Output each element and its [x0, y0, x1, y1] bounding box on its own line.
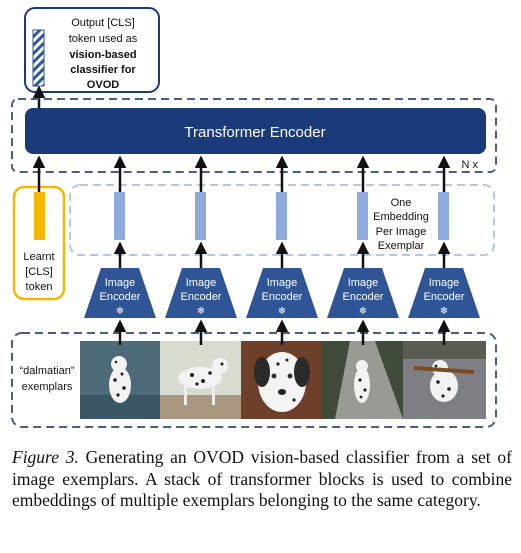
image-encoder-1-line2: Encoder	[100, 291, 141, 303]
exemplar-image-5	[403, 341, 486, 419]
exemplars-label-line1: “dalmatian”	[19, 365, 74, 377]
image-encoder-5: Image Encoder ❄	[408, 268, 480, 318]
figure-caption: Figure 3. Generating an OVOD vision-base…	[12, 447, 512, 512]
embedding-bar-5	[438, 192, 449, 240]
cls-token-line2: [CLS]	[25, 266, 53, 278]
image-encoder-5-line1: Image	[429, 277, 460, 289]
repeat-label: N x	[462, 159, 479, 171]
cls-token-bar	[34, 192, 45, 240]
output-box-line3: vision-based	[69, 49, 136, 61]
image-encoder-3: Image Encoder ❄	[246, 268, 318, 318]
embedding-note-line3: Per Image	[376, 226, 427, 238]
embedding-bar-2	[195, 192, 206, 240]
image-encoder-5-line2: Encoder	[424, 291, 465, 303]
output-box-line2: token used as	[69, 33, 138, 45]
image-encoder-4-line1: Image	[348, 277, 379, 289]
image-encoder-4: Image Encoder ❄	[327, 268, 399, 318]
embedding-note-line1: One	[391, 197, 412, 209]
figure-label: Figure 3.	[12, 447, 79, 467]
transformer-label: Transformer Encoder	[184, 124, 325, 141]
embedding-bar-3	[276, 192, 287, 240]
cls-token-line1: Learnt	[23, 251, 54, 263]
transformer-encoder: Transformer Encoder	[25, 108, 486, 154]
output-box-line1: Output [CLS]	[71, 17, 135, 29]
exemplars-label-line2: exemplars	[22, 381, 73, 393]
image-encoder-1-line1: Image	[105, 277, 136, 289]
embedding-bar-1	[114, 192, 125, 240]
exemplar-image-1	[80, 341, 160, 419]
diagram: Output [CLS] token used as vision-based …	[11, 7, 497, 428]
embedding-note-line4: Exemplar	[378, 240, 425, 252]
output-box-line5: OVOD	[87, 79, 119, 91]
output-cls-token-bar	[32, 29, 45, 87]
snowflake-icon: ❄	[116, 306, 124, 317]
transformer-stack-outline	[11, 98, 497, 173]
figure-caption-text: Generating an OVOD vision-based classifi…	[12, 447, 512, 510]
exemplars-box	[11, 332, 497, 428]
image-encoder-2: Image Encoder ❄	[165, 268, 237, 318]
image-encoder-4-line2: Encoder	[343, 291, 384, 303]
exemplar-image-4	[322, 341, 403, 419]
snowflake-icon: ❄	[278, 306, 286, 317]
output-box-line4: classifier for	[70, 64, 136, 76]
snowflake-icon: ❄	[197, 306, 205, 317]
image-encoder-3-line2: Encoder	[262, 291, 303, 303]
exemplar-image-2	[160, 341, 241, 419]
image-encoder-2-line1: Image	[186, 277, 217, 289]
snowflake-icon: ❄	[440, 306, 448, 317]
learnt-cls-token-box: Learnt [CLS] token	[12, 185, 66, 301]
embedding-bar-4	[357, 192, 368, 240]
image-encoder-3-line1: Image	[267, 277, 298, 289]
exemplar-image-3	[241, 341, 322, 419]
cls-token-line3: token	[26, 281, 53, 293]
image-encoder-2-line2: Encoder	[181, 291, 222, 303]
embedding-note-line2: Embedding	[373, 211, 429, 223]
snowflake-icon: ❄	[359, 306, 367, 317]
image-encoder-1: Image Encoder ❄	[84, 268, 156, 318]
output-box: Output [CLS] token used as vision-based …	[24, 7, 160, 93]
